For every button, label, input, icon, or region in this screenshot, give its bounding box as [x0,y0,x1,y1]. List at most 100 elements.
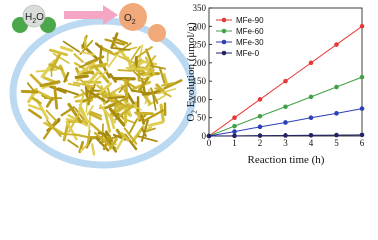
crystal-needle [163,79,183,90]
data-point-mfe-30 [232,129,237,134]
data-point-mfe-0 [206,133,212,139]
y-tick-label: 150 [193,76,207,86]
legend-marker-mfe-30 [221,39,227,45]
data-point-mfe-60 [232,123,237,129]
crystal-needle [45,96,54,108]
legend-label-mfe-0: MFe-0 [236,49,260,58]
illustration-panel: H2O O2 [9,3,197,169]
nanostructure-cluster [20,32,183,156]
crystal-needle [73,53,84,63]
legend-marker-mfe-60 [221,28,227,34]
data-point-mfe-60 [257,113,263,119]
crystal-needle [86,129,91,147]
x-axis-label: Reaction time (h) [248,154,325,166]
water-oxygen-ball [22,4,46,28]
legend-label-mfe-90: MFe-90 [236,16,264,25]
crystal-needle [109,73,117,83]
crystal-needle [67,102,83,124]
data-point-mfe-30 [359,106,365,111]
crystal-needle [78,106,90,124]
crystal-needle [28,104,45,112]
crystal-needle [91,69,109,84]
data-point-mfe-30 [283,120,288,125]
data-point-mfe-90 [359,23,365,29]
crystal-needle [107,96,130,107]
crystal-needle [88,64,106,68]
crystal-needle [29,73,43,87]
crystal-needle [39,80,61,88]
crystal-needle [141,127,147,138]
y-tick-label: 0 [202,131,207,141]
crystal-needle [144,88,151,105]
crystal-needle [126,102,142,111]
data-point-mfe-0 [257,133,263,138]
data-point-mfe-0 [308,132,314,138]
y-tick-label: 100 [193,94,207,104]
crystal-needle [132,62,138,73]
y-tick-label: 300 [193,21,207,31]
crystal-needle [141,90,161,96]
crystal-needle [93,131,113,149]
crystal-needle [42,120,57,140]
crystal-needle [163,72,168,84]
crystal-needle [137,135,158,143]
data-point-mfe-90 [232,115,237,121]
crystal-needle [103,110,112,133]
crystal-needle [77,61,96,76]
crystal-needle [116,134,126,150]
crystal-needle [102,48,116,56]
data-point-mfe-30 [334,111,339,116]
crystal-needle [98,82,113,95]
data-point-mfe-0 [334,132,339,138]
crystal-needle [52,52,70,64]
legend-marker-mfe-90 [221,17,227,23]
crystal-needle [66,119,88,124]
crystal-needle [67,82,81,87]
crystal-needle [90,110,103,117]
data-point-mfe-60 [359,74,365,80]
crystal-needle [113,98,126,107]
crystal-needle [90,143,96,156]
oxygen-molecule-ball [148,24,166,42]
y-tick-label: 250 [193,40,207,50]
y-tick-label: 200 [193,58,207,68]
crystal-needle [79,143,89,152]
crystal-needle [81,51,95,56]
reaction-arrow [64,5,118,25]
crystal-needle [109,114,116,130]
crystal-needle [104,38,126,46]
data-point-mfe-30 [308,115,314,121]
crystal-needle [63,71,70,83]
crystal-needle [88,112,103,121]
crystal-needle [143,127,156,133]
crystal-needle [94,42,106,52]
crystal-needle [59,45,74,53]
oxygen-molecule-ball [119,3,147,31]
crystal-needle [20,89,39,94]
crystal-needle [57,87,79,96]
y-axis-label: O2 Evolution (μmol/g) [185,22,199,122]
crystal-needle [45,109,58,122]
crystal-needle [87,85,94,106]
crystal-needle [158,66,166,84]
crystal-needle [104,103,116,110]
crystal-needle [120,132,130,142]
crystal-needle [102,133,118,153]
crystal-needle [123,127,138,145]
crystal-needle [159,103,165,123]
reactant-label: H2O [25,12,44,25]
crystal-needle [40,59,56,79]
data-point-mfe-0 [359,132,365,138]
x-tick-label: 1 [232,138,237,148]
crystal-needle [107,50,121,68]
crystal-needle [53,85,59,110]
crystal-needle [26,82,35,92]
crystal-needle [142,68,155,77]
data-point-mfe-90 [308,60,314,66]
crystal-needle [82,90,104,103]
x-tick-label: 0 [207,138,212,148]
x-tick-label: 2 [258,138,263,148]
crystal-needle [88,111,92,130]
series-layer [206,23,365,139]
